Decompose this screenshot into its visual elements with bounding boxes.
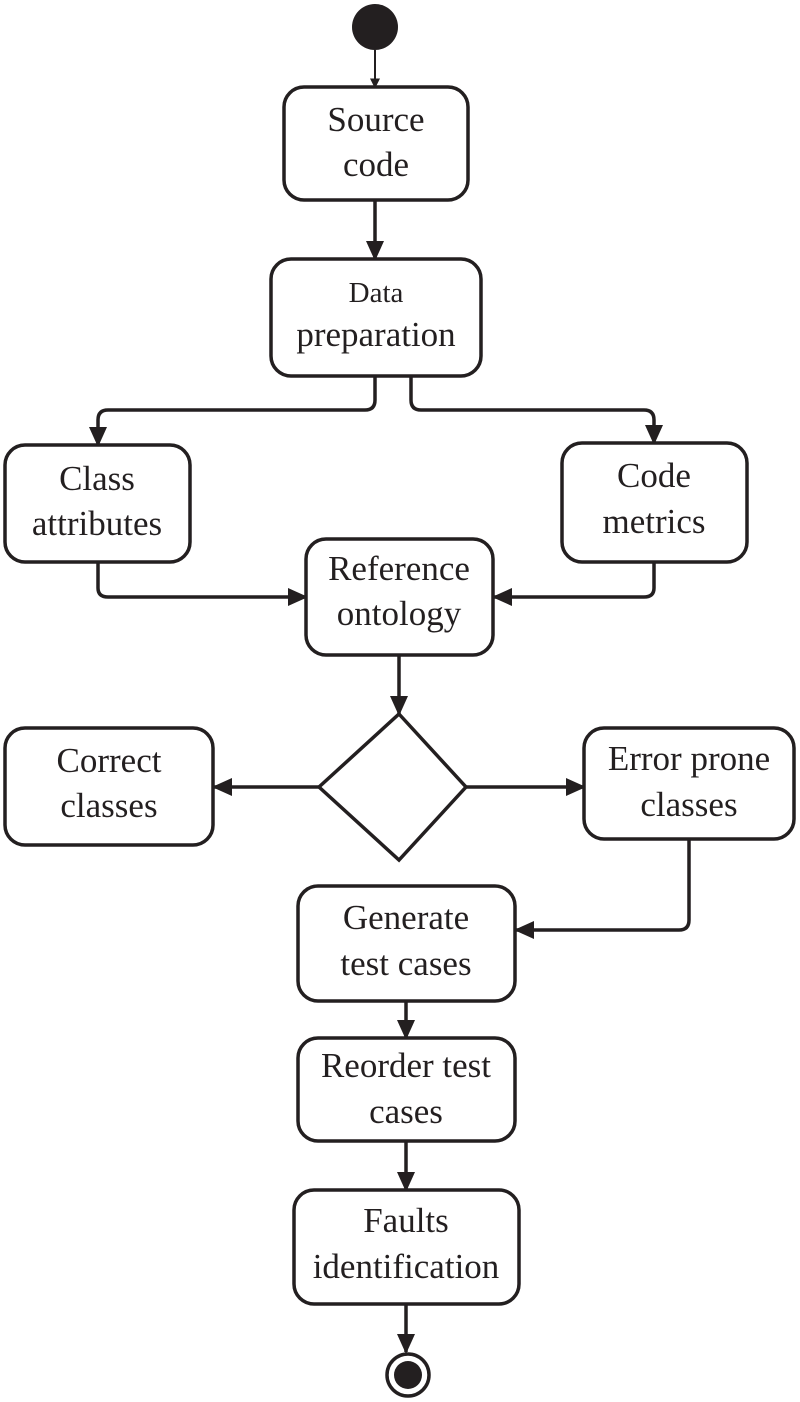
node-reorder-test-cases-label-line2: cases (369, 1092, 443, 1131)
edges (89, 50, 691, 1354)
node-correct-classes-label-line2: classes (60, 786, 157, 825)
node-code-metrics-label-line2: metrics (602, 502, 705, 541)
node-faults-identification: Faults identification (292, 1188, 521, 1306)
node-source-code-box (282, 85, 470, 202)
node-faults-identification-label-line2: identification (313, 1247, 500, 1286)
node-generate-test-cases-label-line2: test cases (340, 944, 471, 983)
node-source-code-label-line1: Source (327, 100, 424, 139)
node-reference-ontology: Reference ontology (304, 537, 495, 657)
node-reference-ontology-box (304, 537, 495, 657)
node-class-attributes-label-line2: attributes (32, 504, 162, 543)
node-data-preparation-label-line1: Data (349, 277, 404, 309)
edge-error-prone-classes-to-generate-test-cases (514, 839, 691, 939)
node-class-attributes-label-line1: Class (59, 459, 135, 498)
node-faults-identification-label-line1: Faults (363, 1201, 449, 1240)
node-correct-classes-box (3, 726, 215, 847)
node-class-attributes-box (3, 443, 192, 564)
start-node (352, 4, 398, 50)
node-reorder-test-cases-label-line1: Reorder test (321, 1046, 491, 1085)
node-generate-test-cases: Generate test cases (296, 884, 517, 1003)
node-error-prone-classes-label-line1: Error prone (608, 739, 770, 778)
node-generate-test-cases-label-line1: Generate (343, 898, 469, 937)
node-correct-classes-label-line1: Correct (57, 741, 162, 780)
decision-node (316, 711, 469, 863)
node-code-metrics-box (560, 441, 749, 564)
node-reorder-test-cases-box (296, 1036, 517, 1143)
node-code-metrics: Code metrics (560, 441, 749, 564)
node-reference-ontology-label-line1: Reference (328, 549, 470, 588)
end-node (385, 1352, 431, 1398)
node-generate-test-cases-box (296, 884, 517, 1003)
node-source-code: Source code (282, 85, 470, 202)
end-node-core (394, 1361, 422, 1389)
node-reorder-test-cases: Reorder test cases (296, 1036, 517, 1143)
edge-data-preparation-to-code-metrics (409, 376, 663, 445)
node-data-preparation-box (269, 257, 483, 378)
edge-class-attributes-to-reference-ontology (96, 562, 308, 606)
node-error-prone-classes: Error prone classes (582, 726, 796, 841)
node-correct-classes: Correct classes (3, 726, 215, 847)
node-reference-ontology-label-line2: ontology (337, 594, 462, 633)
node-error-prone-classes-box (582, 726, 796, 841)
node-class-attributes: Class attributes (3, 443, 192, 564)
node-data-preparation-label-line2: preparation (296, 315, 455, 354)
node-data-preparation: Data preparation (269, 257, 483, 378)
node-faults-identification-box (292, 1188, 521, 1306)
node-source-code-label-line2: code (343, 145, 409, 184)
edge-code-metrics-to-reference-ontology (492, 562, 656, 606)
node-error-prone-classes-label-line2: classes (640, 785, 737, 824)
edge-data-preparation-to-class-attributes (89, 376, 377, 447)
node-code-metrics-label-line1: Code (617, 456, 691, 495)
